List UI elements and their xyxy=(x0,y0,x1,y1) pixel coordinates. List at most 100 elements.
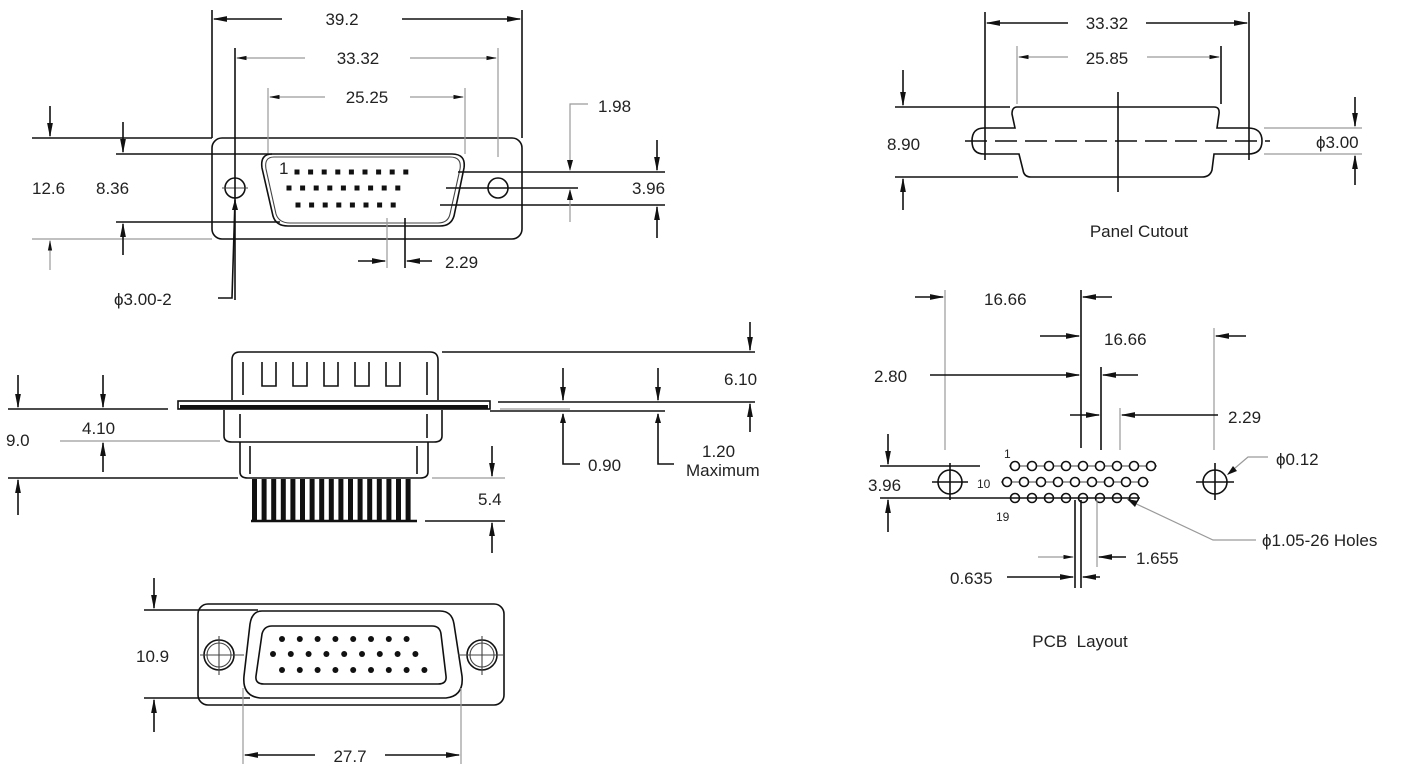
dim-pcb-center-offset: 2.80 xyxy=(874,367,907,386)
dim-overall-width: 39.2 xyxy=(325,10,358,29)
front-pin xyxy=(294,169,300,175)
dim-max-flange: 1.20 xyxy=(702,442,735,461)
side-pin-tail xyxy=(376,479,382,521)
bottom-pin xyxy=(279,636,285,642)
side-view: 6.10 9.0 4.10 0.90 1.20 Maximum 5.4 xyxy=(6,322,760,553)
dim-flange: 0.90 xyxy=(588,456,621,475)
dim-top-height: 6.10 xyxy=(724,370,757,389)
dim-overall-height: 12.6 xyxy=(32,179,65,198)
dim-body-height: 4.10 xyxy=(82,419,115,438)
side-slot-array xyxy=(261,362,401,387)
front-pin xyxy=(376,169,382,175)
pcb-hole xyxy=(1086,476,1098,488)
dim-row-span: 3.96 xyxy=(632,179,665,198)
front-pin xyxy=(286,185,292,191)
side-pin-tail xyxy=(405,479,411,521)
pcb-hole xyxy=(1060,460,1072,472)
dim-cutout-opening-width: 25.85 xyxy=(1086,49,1129,68)
side-pin-tail xyxy=(338,479,344,521)
side-pin-tail xyxy=(357,479,363,521)
side-pin-tail xyxy=(280,479,286,521)
bottom-pin xyxy=(296,667,303,673)
pcb-hole xyxy=(1009,460,1021,472)
side-pin-tail xyxy=(309,479,315,521)
front-pin xyxy=(395,185,401,191)
pcb-hole xyxy=(1001,476,1013,488)
front-pin xyxy=(313,185,319,191)
bottom-pin xyxy=(332,636,339,642)
pcb-hole xyxy=(1103,476,1115,488)
dim-row-offset: 1.98 xyxy=(598,97,631,116)
bottom-d-shell-inner xyxy=(255,625,447,685)
front-pin xyxy=(349,202,355,208)
front-pin xyxy=(368,185,374,191)
bottom-pin xyxy=(270,651,276,657)
pcb-row-label-1: 1 xyxy=(1004,447,1011,461)
pcb-hole xyxy=(1052,476,1064,488)
pcb-layout: 1 10 19 16.66 16.66 2.80 2.29 3.96 xyxy=(868,290,1377,651)
pcb-hole xyxy=(1120,476,1132,488)
dim-pcb-row-shift: 1.655 xyxy=(1136,549,1179,568)
bottom-d-shell xyxy=(243,610,463,699)
bottom-pin xyxy=(350,636,357,642)
panel-cutout-caption: Panel Cutout xyxy=(1090,222,1189,241)
pcb-hole xyxy=(1077,460,1089,472)
bottom-pin xyxy=(376,651,383,657)
bottom-pin xyxy=(385,667,392,673)
dim-front-mount-hole: ϕ3.00-2 xyxy=(114,290,172,309)
side-slot xyxy=(385,362,401,387)
dim-pcb-half-shift: 0.635 xyxy=(950,569,993,588)
pcb-hole xyxy=(1018,476,1030,488)
dim-pcb-holes-note: ϕ1.05-26 Holes xyxy=(1262,531,1377,550)
bottom-pin xyxy=(385,636,392,642)
bottom-pin xyxy=(421,667,428,673)
pcb-layout-caption: PCB Layout xyxy=(1032,632,1128,651)
dim-max-note: Maximum xyxy=(686,461,760,480)
front-pin xyxy=(321,169,327,175)
front-pin xyxy=(363,202,369,208)
dim-pcb-left-offset: 16.66 xyxy=(984,290,1027,309)
side-slot xyxy=(261,362,277,387)
dim-cutout-hole: ϕ3.00 xyxy=(1316,133,1359,152)
front-pin xyxy=(300,185,306,191)
bottom-view: 10.9 27.7 xyxy=(136,578,505,766)
bottom-pin xyxy=(287,651,294,657)
pcb-hole xyxy=(1128,460,1140,472)
front-pin xyxy=(308,169,314,175)
front-pin xyxy=(348,169,354,175)
dim-pcb-mount-hole: ϕ0.12 xyxy=(1276,450,1319,469)
front-pin xyxy=(327,185,333,191)
dim-shell-width: 25.25 xyxy=(346,88,389,107)
side-pin-tail xyxy=(271,479,277,521)
front-pin-array xyxy=(286,169,409,208)
dim-shell-height: 8.36 xyxy=(96,179,129,198)
side-pin-tail xyxy=(300,479,305,521)
bottom-pin xyxy=(279,667,285,673)
dim-pin-length: 5.4 xyxy=(478,490,502,509)
side-pin-tail xyxy=(328,479,334,521)
front-view: 1 39.2 33.32 25.25 12.6 8.36 ϕ xyxy=(32,10,665,309)
front-pin xyxy=(322,202,328,208)
dim-bottom-width: 27.7 xyxy=(333,747,366,766)
pcb-hole xyxy=(1026,460,1038,472)
bottom-pin xyxy=(314,667,321,673)
bottom-pin xyxy=(314,636,321,642)
side-slot xyxy=(292,362,308,387)
bottom-pin xyxy=(394,651,401,657)
front-pin xyxy=(390,202,396,208)
bottom-pin xyxy=(368,636,374,642)
bottom-pin xyxy=(305,651,312,657)
pcb-hole xyxy=(1137,476,1149,488)
front-pin-1-label: 1 xyxy=(279,159,288,178)
pcb-hole xyxy=(1035,476,1047,488)
pcb-row-label-19: 19 xyxy=(996,510,1010,524)
front-pin xyxy=(362,169,368,175)
bottom-pin xyxy=(412,651,419,657)
bottom-pin-array xyxy=(270,636,428,673)
bottom-pin xyxy=(403,636,410,642)
front-pin xyxy=(377,202,383,208)
front-pin xyxy=(295,202,301,208)
bottom-pin xyxy=(341,651,348,657)
pcb-hole xyxy=(1069,476,1081,488)
